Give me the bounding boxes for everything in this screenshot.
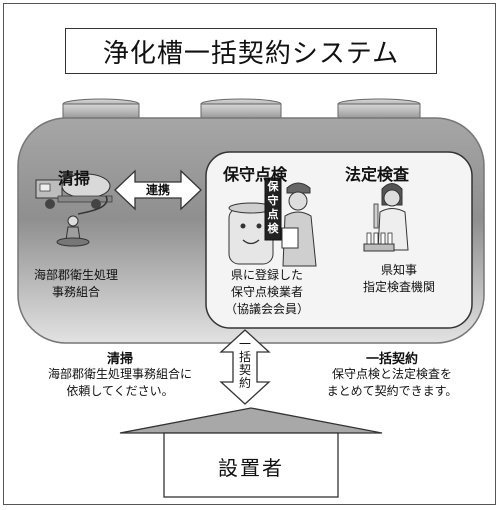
maintenance-provider-line2: 保守点検業者 xyxy=(230,285,303,299)
link-double-arrow xyxy=(114,169,202,211)
maintenance-heading: 保守点検 xyxy=(223,165,288,184)
cleaning-org-line2: 事務組合 xyxy=(51,285,100,299)
maintenance-worker-icon xyxy=(281,182,317,267)
right-note-line2: まとめて契約できます。 xyxy=(326,384,458,398)
owner-label: 設置者 xyxy=(218,456,284,480)
right-note-line1: 保守点検と法定検査を xyxy=(331,367,452,381)
legal-provider-line2: 指定検査機関 xyxy=(362,280,435,294)
outer-frame xyxy=(3,3,496,505)
page-title: 浄化槽一括契約システム xyxy=(65,28,437,74)
left-note-heading: 清掃 xyxy=(106,352,133,367)
tank-lid-3 xyxy=(337,98,421,119)
lab-inspector-icon xyxy=(373,183,409,251)
tank-lid-2 xyxy=(200,98,282,119)
vacuum-truck-icon xyxy=(35,173,113,215)
left-note-line2: 依頼してください。 xyxy=(66,384,174,398)
maintenance-sign-icon xyxy=(264,177,282,241)
cleaning-org-line1: 海部郡衛生処理 xyxy=(33,268,118,282)
owner-house-body xyxy=(163,432,339,498)
test-tube-rack-icon xyxy=(363,232,395,252)
contract-double-arrow xyxy=(219,329,271,405)
legal-inspection-heading: 法定検査 xyxy=(345,165,410,184)
cleaning-worker-icon xyxy=(56,215,90,247)
right-note-heading: 一括契約 xyxy=(365,352,418,367)
cleaning-heading: 清掃 xyxy=(58,169,91,188)
tank-lid-1 xyxy=(62,98,140,119)
owner-house-roof xyxy=(119,407,383,434)
maintenance-provider-line3: （協議会会員） xyxy=(224,302,309,316)
legal-provider-line1: 県知事 xyxy=(380,263,417,277)
contract-arrow-label: 一括契約 xyxy=(238,337,251,390)
maintenance-provider-line1: 県に登録した xyxy=(230,268,303,282)
link-label: 連携 xyxy=(145,183,170,197)
left-note-line1: 海部郡衛生処理事務組合に xyxy=(47,367,192,381)
maintenance-sign-text: 保守点検 xyxy=(267,180,279,235)
